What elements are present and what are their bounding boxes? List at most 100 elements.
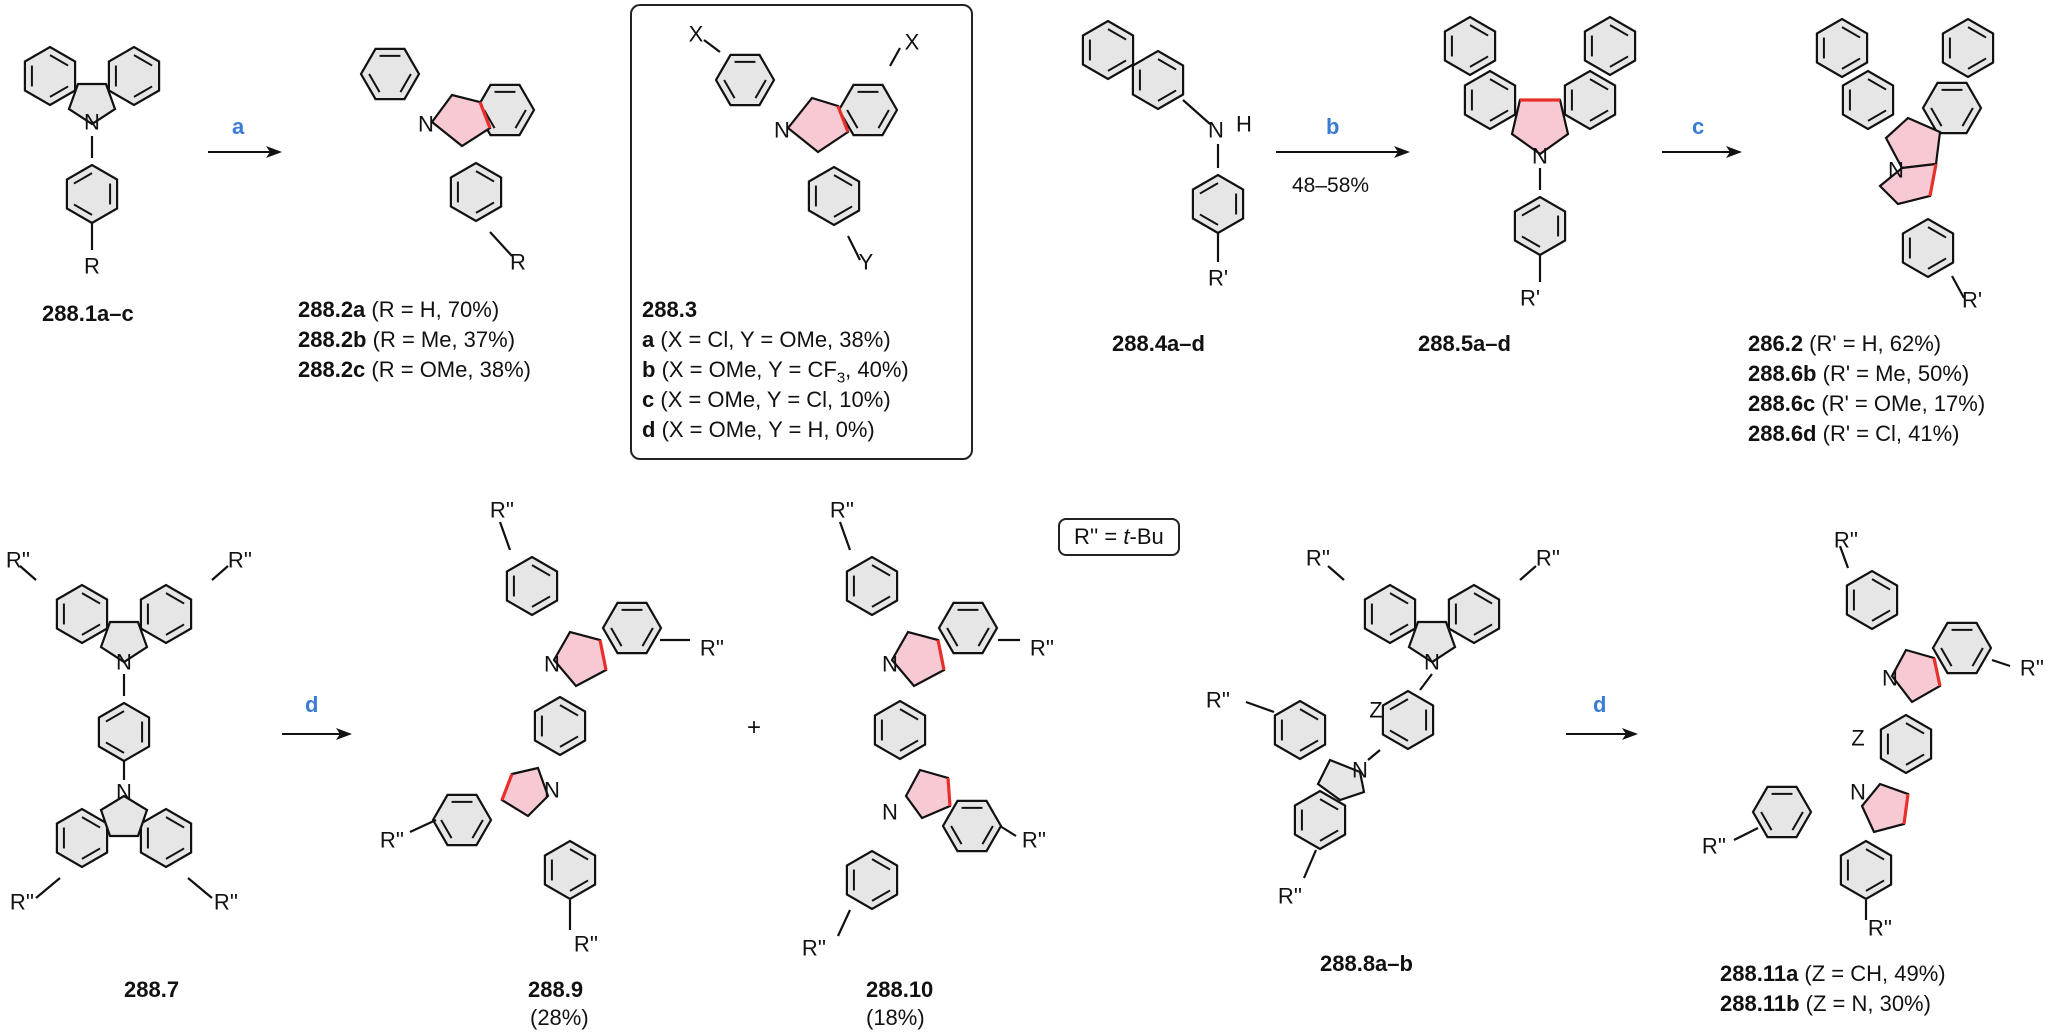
double-bond [950,825,963,845]
rpp-bond [35,877,61,899]
z-atom: Z [1369,698,1382,723]
rpp-bond [1327,565,1345,581]
new-bond [478,101,492,129]
hydrogen: H [1236,112,1252,137]
r-bond [489,231,513,257]
double-bond [81,592,101,605]
double-bond [1299,739,1319,752]
double-bond [440,819,453,839]
nitrogen: N [1882,666,1898,691]
rpp-bond [19,565,37,581]
rpp-bond [409,819,437,833]
x-bond-left [703,39,721,53]
rpp-bond [1519,565,1537,581]
r-double-prime: R'' [1702,834,1726,859]
double-bond [49,85,69,98]
double-bond [1961,107,1974,127]
cmp-288-8-pyrrole [1316,758,1366,802]
double-bond [81,623,101,636]
double-bond [1940,647,1953,667]
double-bond [1389,592,1409,605]
double-bond [81,816,101,829]
reagent-b-yield: 48–58% [1292,174,1370,197]
nitrogen: N [1532,144,1548,169]
rpp-bond [1838,545,1850,569]
double-bond [559,735,579,748]
compound-label-288-6b: 288.6b (R' = Me, 50%) [1748,361,1970,386]
double-bond [1107,59,1127,72]
double-bond [531,564,551,577]
nitrogen: N [418,112,434,137]
double-bond [105,710,125,723]
cmp-288-8-top-pyrrole [1407,620,1457,664]
double-bond [1199,213,1219,226]
double-bond [1589,109,1609,122]
compound-label-288-3: 288.3 [642,297,698,322]
double-bond [1299,708,1319,721]
nh-bond [1182,99,1211,125]
r-double-prime: R'' [1206,688,1230,713]
cmp-288-7-top-pyrrole [99,620,149,664]
double-bond [1589,78,1609,91]
new-bond [836,105,850,133]
double-bond [1927,226,1947,239]
double-bond [1967,57,1987,70]
reagent-c-label: c [1692,114,1705,139]
double-bond [1473,623,1493,636]
r-double-prime: R'' [490,498,514,523]
nitrogen: N [1208,118,1224,143]
double-bond [73,203,93,216]
new-bond [1902,793,1910,825]
double-bond [81,847,101,860]
double-bond [1865,879,1885,892]
rpp-bond [1245,700,1275,714]
double-bond [1927,257,1947,270]
r-double-prime: R'' [1278,884,1302,909]
substituent-scope-box [630,4,973,460]
double-bond [165,816,185,829]
double-bond [1489,78,1509,91]
nitrogen: N [116,650,132,675]
r-double-prime: R'' [802,936,826,961]
nitrogen: N [1424,650,1440,675]
reagent-d-label-left: d [305,692,319,717]
arrow-d-right-head [1622,728,1638,740]
double-bond [399,73,412,93]
compound-label-288-3a: a (X = Cl, Y = OMe, 38%) [642,327,891,352]
double-bond [1389,698,1409,711]
double-bond [1760,811,1773,831]
rpp-bond [187,877,213,899]
double-bond [1841,26,1861,39]
arrow-c-head [1726,146,1742,158]
arrow-b-head [1394,146,1410,158]
double-bond [899,708,919,721]
reagent-a-label: a [232,114,245,139]
double-bond [133,85,153,98]
plus-sign: + [747,714,762,741]
cmp-288-9-five-ring-2 [500,766,550,818]
rpp-bond [838,521,852,551]
double-bond [133,54,153,67]
r-double-prime: R'' [1306,546,1330,571]
compound-label-288-6c: 288.6c (R' = OMe, 17%) [1748,391,1986,416]
double-bond [1905,722,1925,735]
double-bond [833,174,853,187]
rpp-bond [999,825,1017,837]
x-bond-right [889,47,901,67]
rpp-bond [498,521,512,551]
compound-label-288-2b: 288.2b (R = Me, 37%) [298,327,516,352]
new-bond [598,639,608,671]
x-group: X [905,30,920,55]
double-bond [1521,204,1541,217]
double-bond [105,741,125,754]
n-aryl-bond [1419,673,1433,691]
reagent-d-label-right: d [1593,692,1607,717]
double-bond [73,172,93,185]
arrow-d-left-head [336,728,352,740]
double-bond [1930,107,1943,127]
double-bond [846,109,859,129]
compound-label-288-11b: 288.11b (Z = N, 30%) [1720,991,1931,1016]
compound-label-288-8: 288.8a–b [1320,951,1413,976]
double-bond [1521,235,1541,248]
